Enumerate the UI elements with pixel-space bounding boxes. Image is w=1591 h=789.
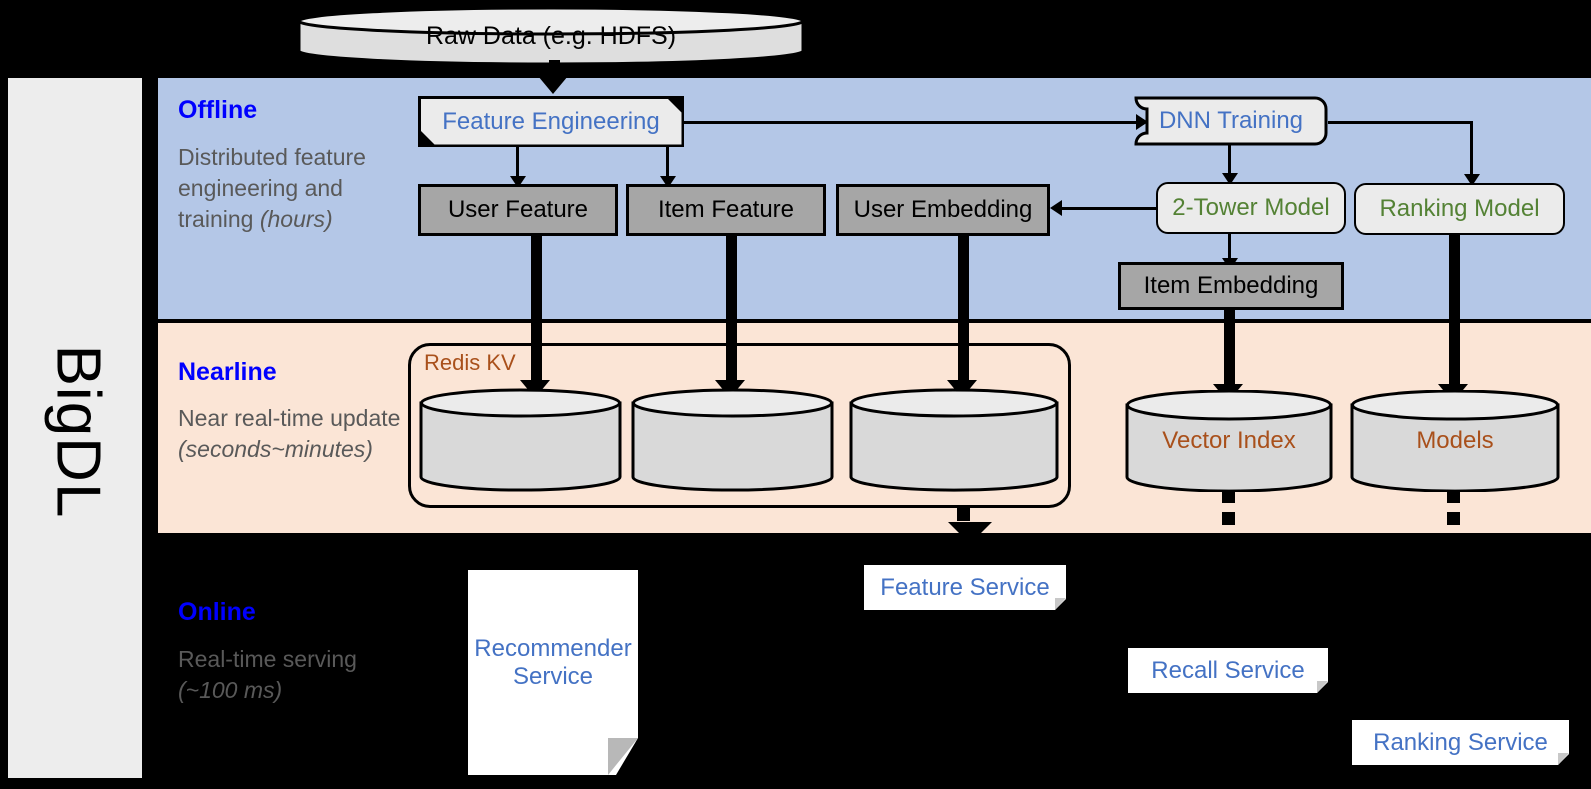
node-redis-store-1[interactable] (418, 388, 623, 492)
node-redis-store-1-label (418, 388, 623, 492)
online-title: Online (178, 598, 256, 626)
node-ranking-service-label: Ranking Service (1373, 728, 1548, 756)
node-feature-engineering-label: Feature Engineering (442, 107, 660, 135)
edge-models-dot-2 (1447, 512, 1460, 525)
node-item-feature-label: Item Feature (657, 196, 795, 223)
bigdl-sidebar: BigDL (8, 78, 142, 778)
edge-vectorindex-dot-2 (1222, 512, 1235, 525)
node-recall-service-fold-icon (1317, 681, 1328, 693)
node-dnn-training-label: DNN Training (1158, 107, 1304, 134)
node-redis-kv-container (408, 343, 1071, 508)
node-vector-index[interactable]: Vector Index (1124, 390, 1334, 492)
edge-fe-to-dnn (684, 121, 1139, 124)
node-recommender-service-label: Recommender Service (474, 634, 632, 690)
node-feature-service[interactable]: Feature Service (864, 565, 1066, 610)
bigdl-platform-label: BigDL (43, 344, 113, 519)
online-description: Real-time serving (~100 ms) (178, 644, 398, 706)
edge-twotower-to-itemembedding (1228, 234, 1231, 262)
node-models-label: Models (1416, 427, 1494, 454)
edge-dnn-to-ranking-v (1470, 121, 1473, 178)
node-redis-store-3[interactable] (848, 388, 1060, 492)
nearline-title: Nearline (178, 358, 277, 386)
edge-redis-to-featureservice-dot (957, 508, 970, 521)
edge-rankingmodel-to-models (1449, 234, 1460, 390)
raw-data-cylinder: Raw Data (e.g. HDFS) (296, 6, 806, 66)
online-description-em: (~100 ms) (178, 677, 283, 703)
node-ranking-model-label: Ranking Model (1379, 195, 1540, 222)
offline-description-plain: Distributed feature engineering and trai… (178, 144, 366, 232)
node-dnn-training[interactable]: DNN Training (1134, 96, 1328, 146)
edge-userembedding-to-redis3 (958, 234, 969, 386)
online-description-plain: Real-time serving (178, 646, 357, 672)
edge-redis-to-featureservice-arrow (948, 522, 992, 544)
edge-twotower-to-userembedding (1062, 207, 1156, 210)
node-user-feature[interactable]: User Feature (418, 184, 618, 236)
node-user-embedding-label: User Embedding (853, 196, 1033, 223)
nearline-description-em: (seconds~minutes) (178, 436, 373, 462)
offline-description-em: (hours) (259, 206, 333, 232)
edge-userfeature-to-redis1 (531, 234, 542, 386)
raw-data-label: Raw Data (e.g. HDFS) (425, 21, 677, 50)
node-ranking-service[interactable]: Ranking Service (1352, 720, 1569, 765)
node-recommender-service-fold-icon (608, 738, 638, 775)
node-item-embedding-label: Item Embedding (1143, 272, 1319, 299)
edge-rawdata-to-fe-arrow (538, 76, 568, 94)
node-redis-kv-label: Redis KV (424, 350, 516, 375)
offline-title: Offline (178, 96, 258, 124)
nearline-description-plain: Near real-time update (178, 405, 401, 431)
edge-dnn-to-twotower (1228, 145, 1231, 177)
node-item-embedding[interactable]: Item Embedding (1118, 262, 1344, 310)
node-user-embedding[interactable]: User Embedding (836, 184, 1050, 236)
node-recall-service[interactable]: Recall Service (1128, 648, 1328, 693)
edge-fe-to-itemfeature (666, 147, 669, 180)
node-redis-store-2-label (630, 388, 835, 492)
edge-fe-to-dnn-arrow (1136, 114, 1148, 130)
node-models[interactable]: Models (1349, 390, 1561, 492)
node-ranking-model[interactable]: Ranking Model (1354, 183, 1565, 235)
node-redis-store-2[interactable] (630, 388, 835, 492)
edge-fe-to-userfeature (516, 147, 519, 180)
edge-itemfeature-to-redis2 (726, 234, 737, 386)
node-redis-store-3-label (848, 388, 1060, 492)
node-recall-service-label: Recall Service (1151, 656, 1305, 684)
node-user-feature-label: User Feature (447, 196, 589, 223)
node-feature-service-fold-icon (1055, 598, 1066, 610)
offline-description: Distributed feature engineering and trai… (178, 142, 398, 235)
node-two-tower-model[interactable]: 2-Tower Model (1156, 182, 1346, 234)
nearline-description: Near real-time update (seconds~minutes) (178, 403, 418, 465)
node-item-feature[interactable]: Item Feature (626, 184, 826, 236)
node-two-tower-model-label: 2-Tower Model (1172, 194, 1330, 221)
node-feature-service-label: Feature Service (880, 573, 1050, 601)
node-ranking-service-fold-icon (1558, 753, 1569, 765)
edge-itemembedding-to-vectorindex (1224, 310, 1235, 390)
node-feature-engineering[interactable]: Feature Engineering (418, 96, 684, 147)
node-vector-index-label: Vector Index (1162, 427, 1296, 454)
edge-dnn-to-ranking-h (1328, 121, 1472, 124)
edge-rawdata-to-fe (549, 60, 560, 82)
edge-twotower-to-userembedding-arrow (1050, 200, 1062, 216)
